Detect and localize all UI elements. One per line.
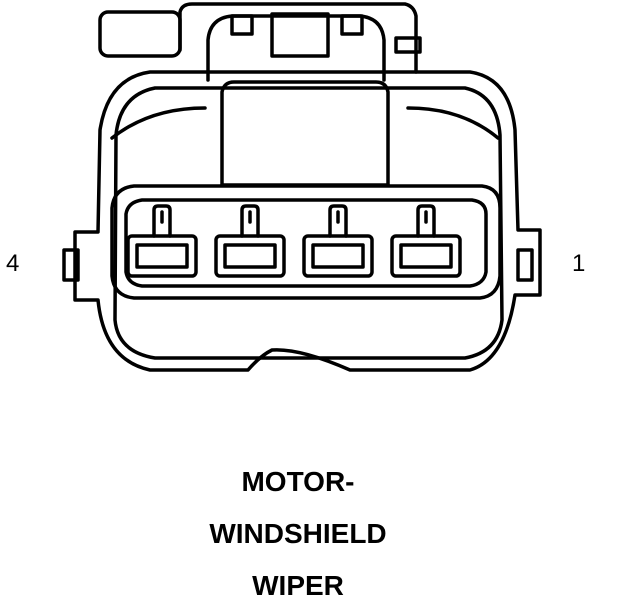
left-lock-tab [62, 248, 80, 282]
latch-key-left [230, 14, 254, 36]
terminal-block-inner [124, 198, 488, 288]
pin-1-label: 1 [572, 250, 586, 277]
connector-inner-housing [113, 86, 504, 360]
latch-right-tab [394, 36, 422, 54]
left-arc-rib [110, 106, 207, 140]
terminal-cavity [126, 204, 198, 278]
terminal-cavity [390, 204, 462, 278]
caption-line-1: MOTOR- [241, 466, 355, 497]
terminal-cavity [214, 204, 286, 278]
right-arc-rib [406, 106, 500, 140]
caption-line-2: WINDSHIELD [209, 518, 387, 549]
latch-housing [178, 2, 418, 74]
latch-inner [206, 14, 386, 82]
connector-caption: MOTOR- WINDSHIELD WIPER [0, 456, 596, 612]
pin-4-label: 4 [6, 250, 20, 277]
terminal-cavity [302, 204, 374, 278]
connector-diagram [62, 2, 542, 372]
latch-left-tab [98, 10, 182, 58]
right-lock-tab [516, 248, 534, 282]
connector-outer-housing [73, 70, 542, 372]
latch-key-center [270, 12, 330, 58]
terminal-cavities [126, 204, 462, 278]
caption-line-3: WIPER [252, 570, 344, 601]
terminal-block-outer [110, 184, 502, 300]
lock-window [220, 80, 390, 187]
latch-key-right [340, 14, 364, 36]
